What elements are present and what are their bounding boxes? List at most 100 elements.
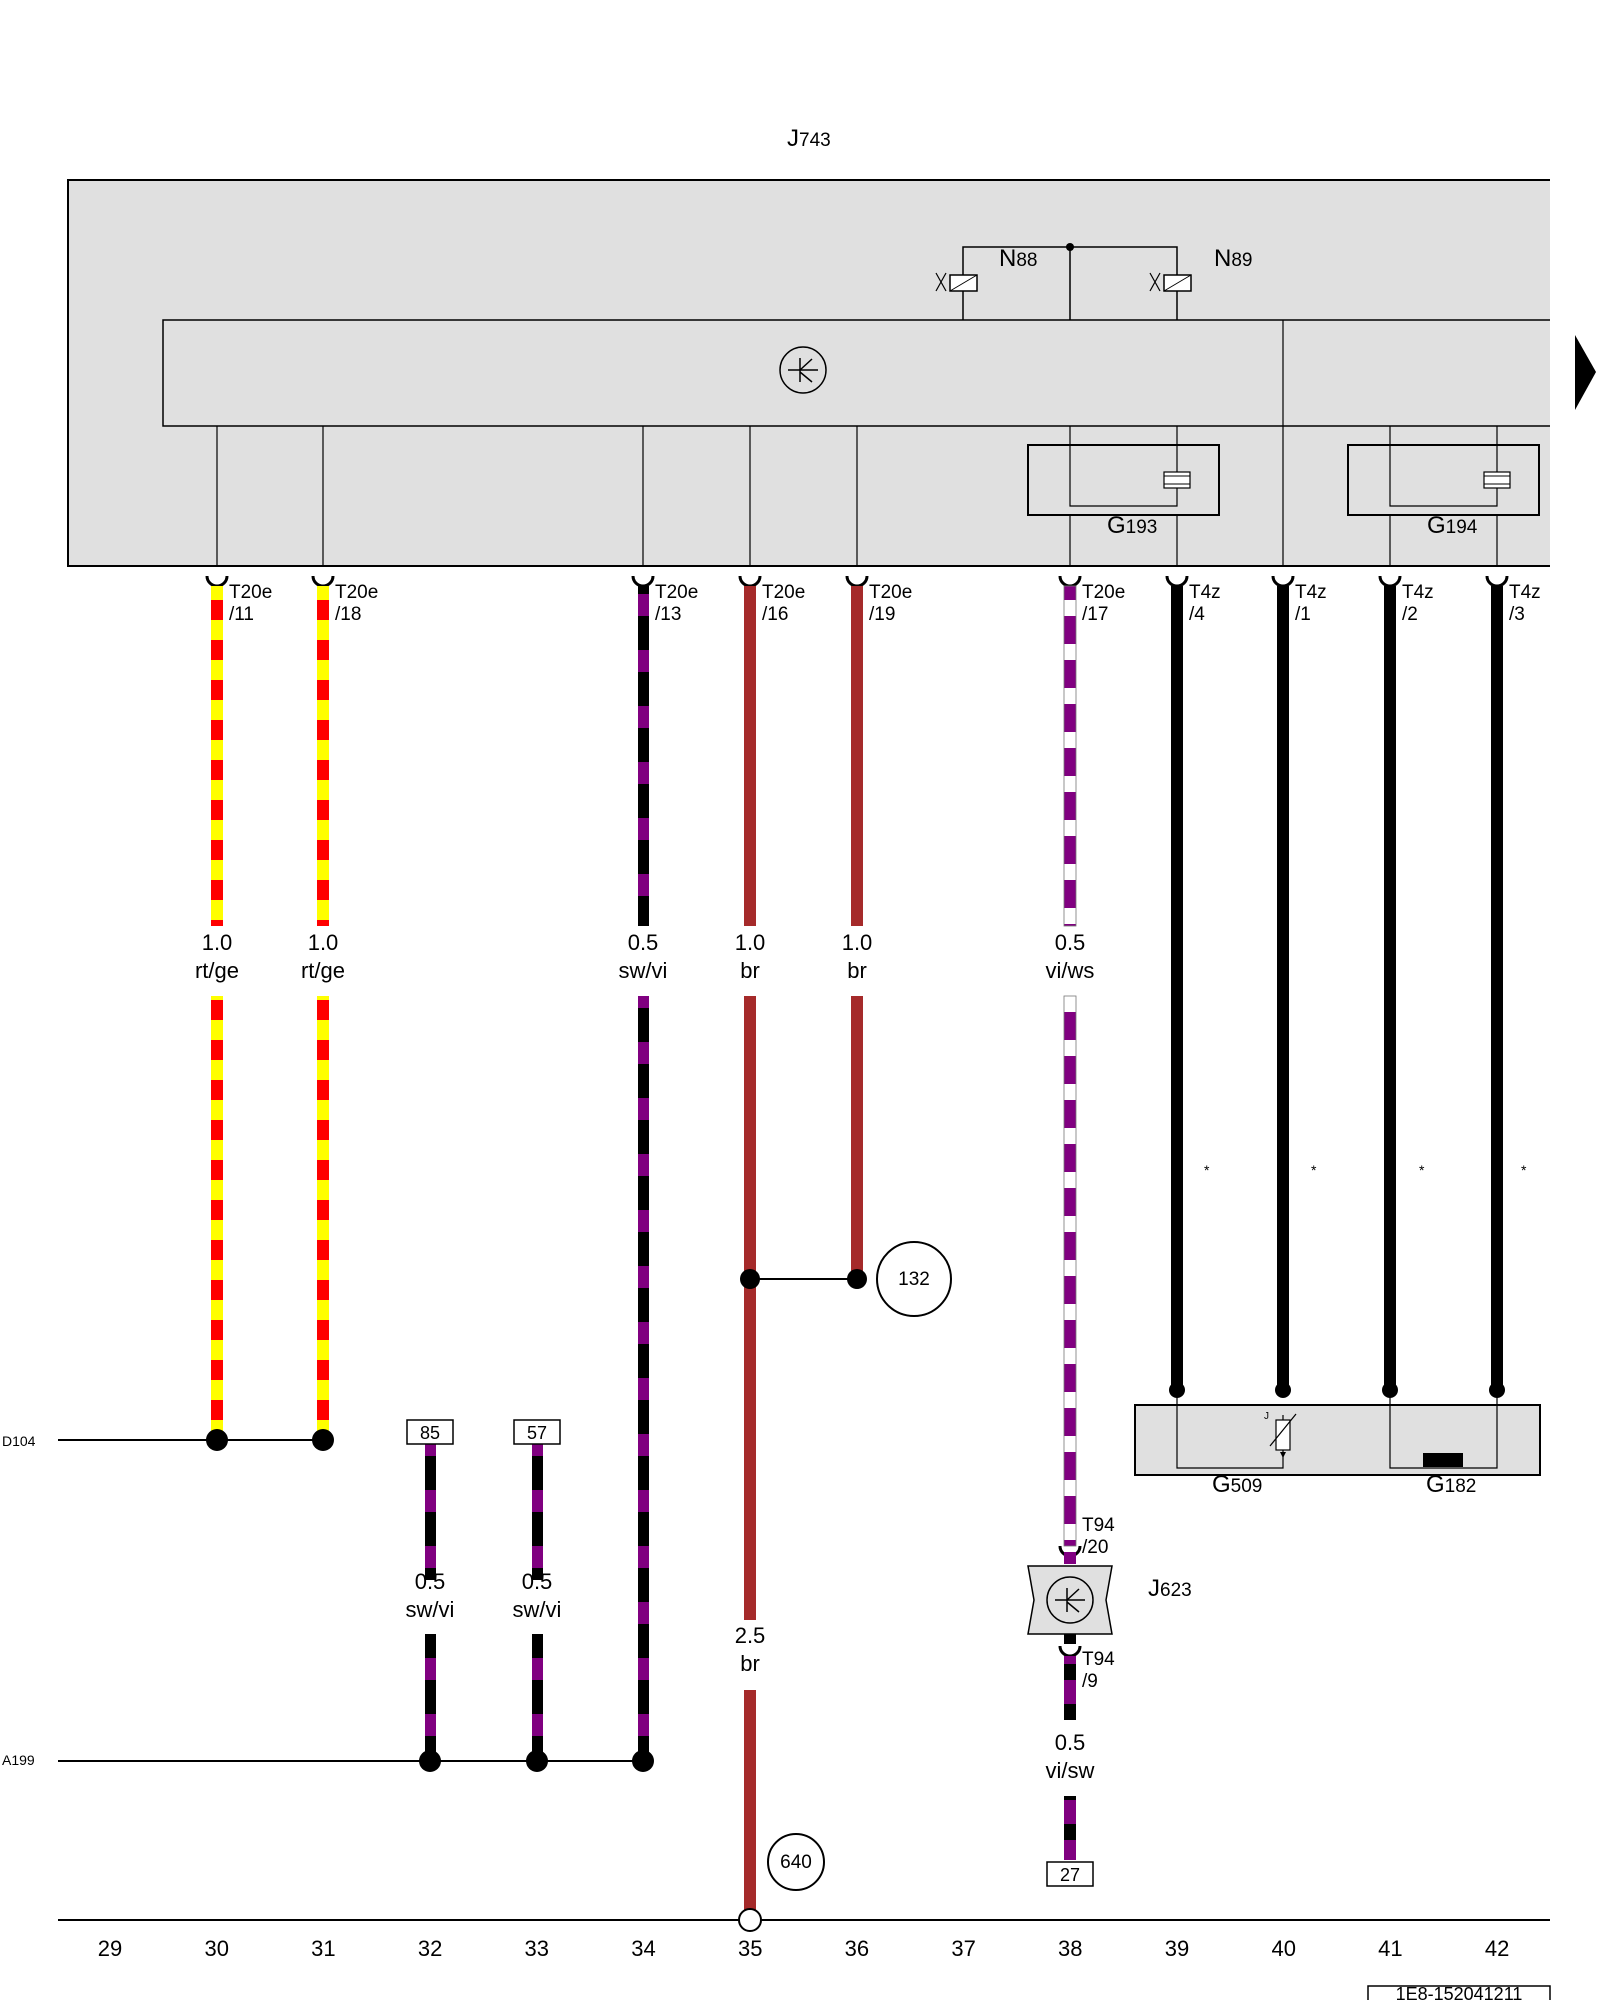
svg-text:/3: /3	[1509, 604, 1525, 625]
svg-text:T4z: T4z	[1402, 582, 1434, 603]
svg-text:*: *	[1521, 1162, 1527, 1178]
svg-text:vi/sw: vi/sw	[1046, 1758, 1095, 1783]
solenoid-n88: N88	[935, 245, 1071, 320]
shielded-leads	[1171, 586, 1503, 1390]
arrow-right-icon	[1575, 335, 1596, 410]
column-number: 29	[98, 1936, 122, 1961]
column-number: 40	[1271, 1936, 1295, 1961]
svg-text:J: J	[1264, 1411, 1269, 1422]
svg-text:/18: /18	[335, 604, 361, 625]
svg-text:1.0: 1.0	[308, 930, 339, 955]
reference-box: 27	[1046, 1861, 1094, 1887]
svg-text:sw/vi: sw/vi	[513, 1597, 562, 1622]
sensor-box-g509-g182: J G509 G182	[1134, 1382, 1541, 1498]
column-number: 35	[738, 1936, 762, 1961]
svg-text:rt/ge: rt/ge	[195, 958, 239, 983]
svg-text:T20e: T20e	[655, 582, 698, 603]
svg-text:0.5: 0.5	[1055, 930, 1086, 955]
svg-text:/2: /2	[1402, 604, 1418, 625]
svg-text:/11: /11	[229, 604, 254, 625]
svg-text:/4: /4	[1189, 604, 1205, 625]
wire-sw-vi-57	[532, 1444, 543, 1760]
wire-br-19	[851, 586, 863, 1280]
internal-leads	[216, 320, 1498, 566]
connector-pin: T20e/16	[738, 575, 805, 625]
svg-text:T4z: T4z	[1509, 582, 1541, 603]
reference-box: 85	[406, 1419, 454, 1445]
column-number: 42	[1485, 1936, 1509, 1961]
svg-text:T4z: T4z	[1295, 582, 1327, 603]
svg-text:*: *	[1311, 1162, 1317, 1178]
connector-pin: T20e/11	[205, 575, 272, 625]
wire-sw-vi-85	[425, 1444, 436, 1760]
wire-br-16	[744, 586, 756, 1920]
reference-circle: 640	[767, 1833, 825, 1891]
column-number: 38	[1058, 1936, 1082, 1961]
svg-text:G194: G194	[1427, 512, 1478, 539]
column-number: 30	[204, 1936, 228, 1961]
column-number: 33	[525, 1936, 549, 1961]
svg-text:1E8-152041211: 1E8-152041211	[1396, 1984, 1523, 2000]
svg-text:132: 132	[898, 1269, 930, 1290]
svg-text:85: 85	[420, 1423, 440, 1443]
svg-text:/1: /1	[1295, 604, 1311, 625]
sensor-g194: G194	[1347, 426, 1540, 539]
wire-sw-vi-13	[638, 586, 649, 1761]
ground-point	[738, 1908, 762, 1932]
svg-text:/20: /20	[1082, 1537, 1108, 1558]
splice-dot	[632, 1750, 654, 1772]
svg-text:1.0: 1.0	[842, 930, 873, 955]
splice-dot	[312, 1429, 334, 1451]
svg-text:640: 640	[780, 1852, 812, 1873]
svg-text:sw/vi: sw/vi	[619, 958, 668, 983]
svg-text:*: *	[1419, 1162, 1425, 1178]
svg-text:/17: /17	[1082, 604, 1108, 625]
svg-text:br: br	[740, 1651, 760, 1676]
svg-text:G509: G509	[1212, 1471, 1262, 1498]
svg-text:0.5: 0.5	[628, 930, 659, 955]
wire-vi-sw-9	[1064, 1656, 1076, 1860]
sensor-g193: G193	[1027, 426, 1220, 539]
wire-labels: 1.0 rt/ge 1.0 rt/ge 0.5 sw/vi 1.0 br 1.0…	[195, 930, 1095, 1783]
wire-rt-ge-18	[317, 586, 329, 1440]
svg-text:T94: T94	[1082, 1515, 1115, 1536]
svg-text:sw/vi: sw/vi	[406, 1597, 455, 1622]
svg-text:G193: G193	[1107, 512, 1157, 539]
column-number: 41	[1378, 1936, 1402, 1961]
reference-box: 57	[513, 1419, 561, 1445]
svg-text:br: br	[847, 958, 867, 983]
svg-text:N88: N88	[999, 245, 1037, 272]
connector-pins: T20e/11 T20e/18 T20e/13 T20e/16 T20e/19 …	[205, 575, 1541, 625]
svg-text:T20e: T20e	[229, 582, 272, 603]
control-unit-label: J743	[787, 125, 831, 152]
column-number: 31	[311, 1936, 335, 1961]
engine-control-unit: T94 /20 J623 T94 /9	[1027, 1515, 1192, 1692]
svg-text:57: 57	[527, 1423, 547, 1443]
splice-dot	[847, 1269, 867, 1289]
svg-text:vi/ws: vi/ws	[1046, 958, 1095, 983]
column-number: 34	[631, 1936, 655, 1961]
connector-pin: T20e/18	[311, 575, 378, 625]
svg-text:T94: T94	[1082, 1649, 1115, 1670]
connector-pin: T20e/13	[631, 575, 698, 625]
wire-vi-ws-17	[1063, 585, 1077, 1547]
bus-ref-d104: D104	[2, 1433, 36, 1449]
connector-pin: T20e/19	[845, 575, 912, 625]
svg-text:rt/ge: rt/ge	[301, 958, 345, 983]
solenoid-n89: N89	[1066, 243, 1252, 320]
connector-pin: T4z/1	[1271, 575, 1327, 625]
bus-ref-a199: A199	[2, 1752, 35, 1768]
svg-text:/16: /16	[762, 604, 788, 625]
svg-text:1.0: 1.0	[735, 930, 766, 955]
reference-circle: 132	[876, 1241, 952, 1317]
splice-dot	[526, 1750, 548, 1772]
svg-text:T20e: T20e	[1082, 582, 1125, 603]
svg-text:/19: /19	[869, 604, 895, 625]
electronics-symbol	[779, 346, 827, 394]
svg-text:2.5: 2.5	[735, 1623, 766, 1648]
connector-pin: T4z/3	[1485, 575, 1541, 625]
svg-text:T4z: T4z	[1189, 582, 1221, 603]
diagram-id: 1E8-152041211	[1367, 1984, 1551, 2000]
